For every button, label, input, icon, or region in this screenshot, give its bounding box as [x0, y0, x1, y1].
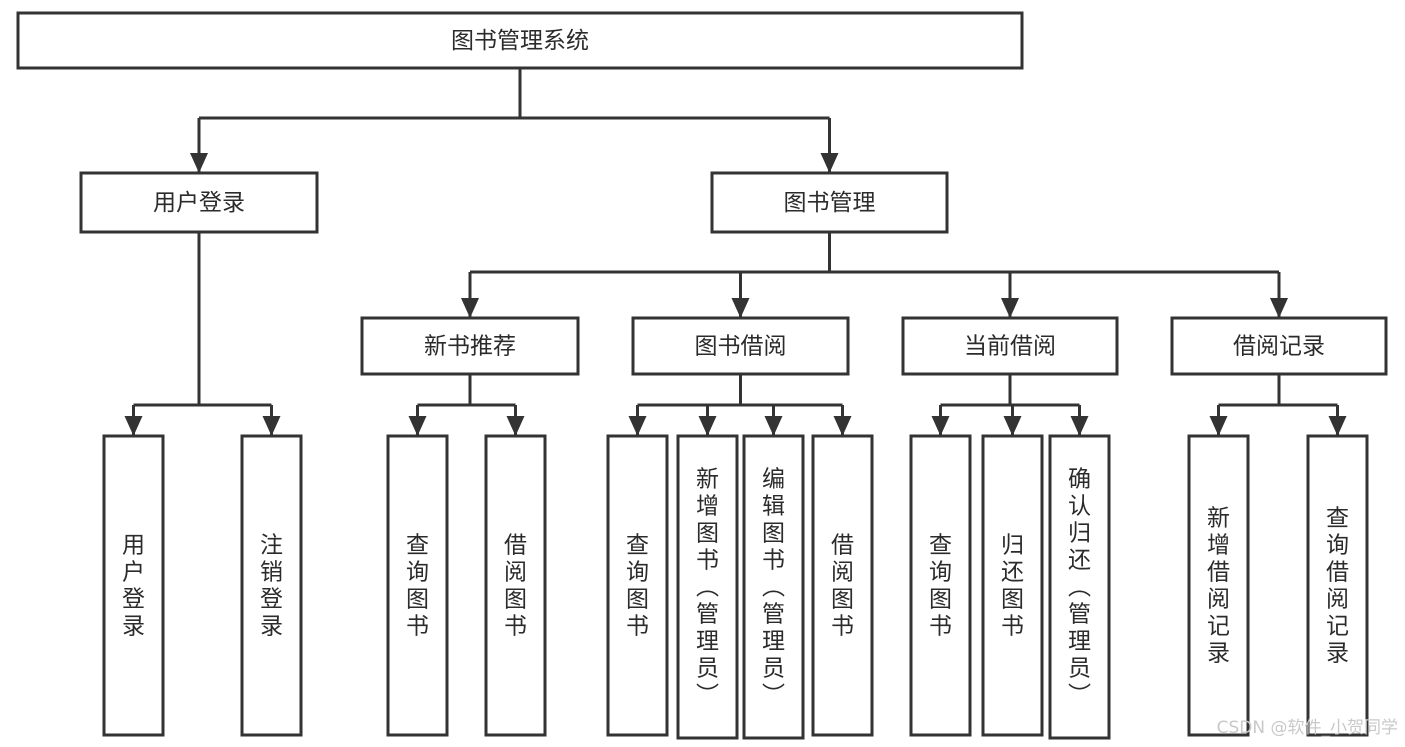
node-leaf-add-record-box[interactable]	[1187, 434, 1250, 737]
node-root[interactable]: 图书管理系统	[16, 11, 1024, 70]
node-current-borrow-label: 当前借阅	[964, 334, 1056, 360]
connectors-layer	[124, 68, 1347, 436]
node-user-login-box[interactable]	[79, 171, 319, 234]
node-leaf-query-book-3[interactable]: 查询图书	[909, 434, 972, 737]
node-leaf-user-logout[interactable]: 注销登录	[240, 434, 303, 737]
new-book-rec-arrow-0	[408, 416, 427, 436]
current-borrow-arrow-1	[1003, 416, 1022, 436]
nodes-layer: 图书管理系统用户登录图书管理新书推荐图书借阅当前借阅借阅记录用户登录注销登录查询…	[16, 11, 1388, 740]
node-leaf-add-record[interactable]: 新增借阅记录	[1187, 434, 1250, 737]
node-leaf-borrow-book-2[interactable]: 借阅图书	[811, 434, 874, 737]
node-leaf-return-book-box[interactable]	[981, 434, 1044, 737]
node-leaf-return-book-label: 归还图书	[1001, 533, 1024, 640]
node-leaf-query-book-2[interactable]: 查询图书	[606, 434, 669, 737]
current-borrow-arrow-0	[931, 416, 950, 436]
current-borrow-arrow-2	[1070, 416, 1089, 436]
user-login-arrow-0	[124, 416, 143, 436]
node-leaf-confirm-return-label: 确认归还︵管理员︶	[1068, 467, 1091, 709]
book-borrow-arrow-0	[628, 416, 647, 436]
node-book-manage-label: 图书管理	[784, 190, 876, 216]
node-new-book-rec-box[interactable]	[360, 316, 580, 376]
book-manage-arrow-0	[461, 298, 479, 318]
book-borrow-arrow-1	[698, 416, 717, 436]
node-new-book-rec[interactable]: 新书推荐	[360, 316, 580, 376]
node-leaf-query-book-1-label: 查询图书	[406, 533, 429, 640]
book-manage-arrow-3	[1270, 298, 1288, 318]
node-leaf-user-login-label: 用户登录	[122, 533, 145, 640]
node-book-manage-box[interactable]	[710, 171, 949, 234]
node-user-login[interactable]: 用户登录	[79, 171, 319, 234]
node-leaf-query-record[interactable]: 查询借阅记录	[1306, 434, 1369, 737]
node-leaf-borrow-book-2-box[interactable]	[811, 434, 874, 737]
book-manage-arrow-1	[731, 298, 750, 318]
node-leaf-query-book-3-box[interactable]	[909, 434, 972, 737]
node-leaf-confirm-return[interactable]: 确认归还︵管理员︶	[1048, 434, 1111, 740]
node-leaf-edit-book[interactable]: 编辑图书︵管理员︶	[742, 434, 805, 740]
node-leaf-borrow-book-2-label: 借阅图书	[831, 533, 854, 640]
node-current-borrow[interactable]: 当前借阅	[901, 316, 1119, 376]
node-book-borrow-label: 图书借阅	[695, 334, 787, 360]
node-borrow-record-label: 借阅记录	[1233, 334, 1325, 360]
node-leaf-query-record-label: 查询借阅记录	[1326, 506, 1349, 667]
node-book-manage[interactable]: 图书管理	[710, 171, 949, 234]
node-new-book-rec-label: 新书推荐	[424, 334, 516, 360]
node-book-borrow-box[interactable]	[631, 316, 850, 376]
user-login-arrow-1	[262, 416, 281, 436]
node-leaf-query-record-box[interactable]	[1306, 434, 1369, 737]
node-root-box[interactable]	[16, 11, 1024, 70]
node-leaf-query-book-2-label: 查询图书	[626, 533, 649, 640]
root-arrow-1	[820, 153, 839, 173]
node-leaf-add-book[interactable]: 新增图书︵管理员︶	[676, 434, 739, 740]
node-leaf-user-logout-label: 注销登录	[260, 533, 283, 640]
node-leaf-borrow-book-1-box[interactable]	[484, 434, 547, 737]
node-leaf-user-login[interactable]: 用户登录	[102, 434, 165, 737]
node-leaf-add-book-label: 新增图书︵管理员︶	[696, 467, 719, 709]
node-book-borrow[interactable]: 图书借阅	[631, 316, 850, 376]
node-leaf-borrow-book-1-label: 借阅图书	[504, 533, 527, 640]
node-root-label: 图书管理系统	[451, 28, 589, 54]
node-leaf-user-logout-box[interactable]	[240, 434, 303, 737]
node-leaf-return-book[interactable]: 归还图书	[981, 434, 1044, 737]
node-borrow-record[interactable]: 借阅记录	[1170, 316, 1388, 376]
node-current-borrow-box[interactable]	[901, 316, 1119, 376]
node-user-login-label: 用户登录	[153, 190, 245, 216]
node-leaf-borrow-book-1[interactable]: 借阅图书	[484, 434, 547, 737]
node-leaf-edit-book-label: 编辑图书︵管理员︶	[762, 467, 785, 709]
borrow-record-arrow-1	[1328, 416, 1347, 436]
node-leaf-query-book-1-box[interactable]	[386, 434, 449, 737]
node-leaf-add-book-box[interactable]	[676, 434, 739, 740]
node-leaf-user-login-box[interactable]	[102, 434, 165, 737]
borrow-record-arrow-0	[1209, 416, 1228, 436]
new-book-rec-arrow-1	[506, 416, 525, 436]
node-leaf-query-book-3-label: 查询图书	[929, 533, 952, 640]
node-leaf-confirm-return-box[interactable]	[1048, 434, 1111, 740]
csdn-watermark: CSDN @软件_小贺同学	[1217, 718, 1398, 738]
root-arrow-0	[190, 153, 208, 173]
book-borrow-arrow-3	[833, 416, 852, 436]
node-leaf-query-book-2-box[interactable]	[606, 434, 669, 737]
book-manage-arrow-2	[1001, 298, 1019, 318]
node-borrow-record-box[interactable]	[1170, 316, 1388, 376]
book-borrow-arrow-2	[764, 416, 783, 436]
node-leaf-query-book-1[interactable]: 查询图书	[386, 434, 449, 737]
node-leaf-edit-book-box[interactable]	[742, 434, 805, 740]
node-leaf-add-record-label: 新增借阅记录	[1207, 506, 1230, 667]
